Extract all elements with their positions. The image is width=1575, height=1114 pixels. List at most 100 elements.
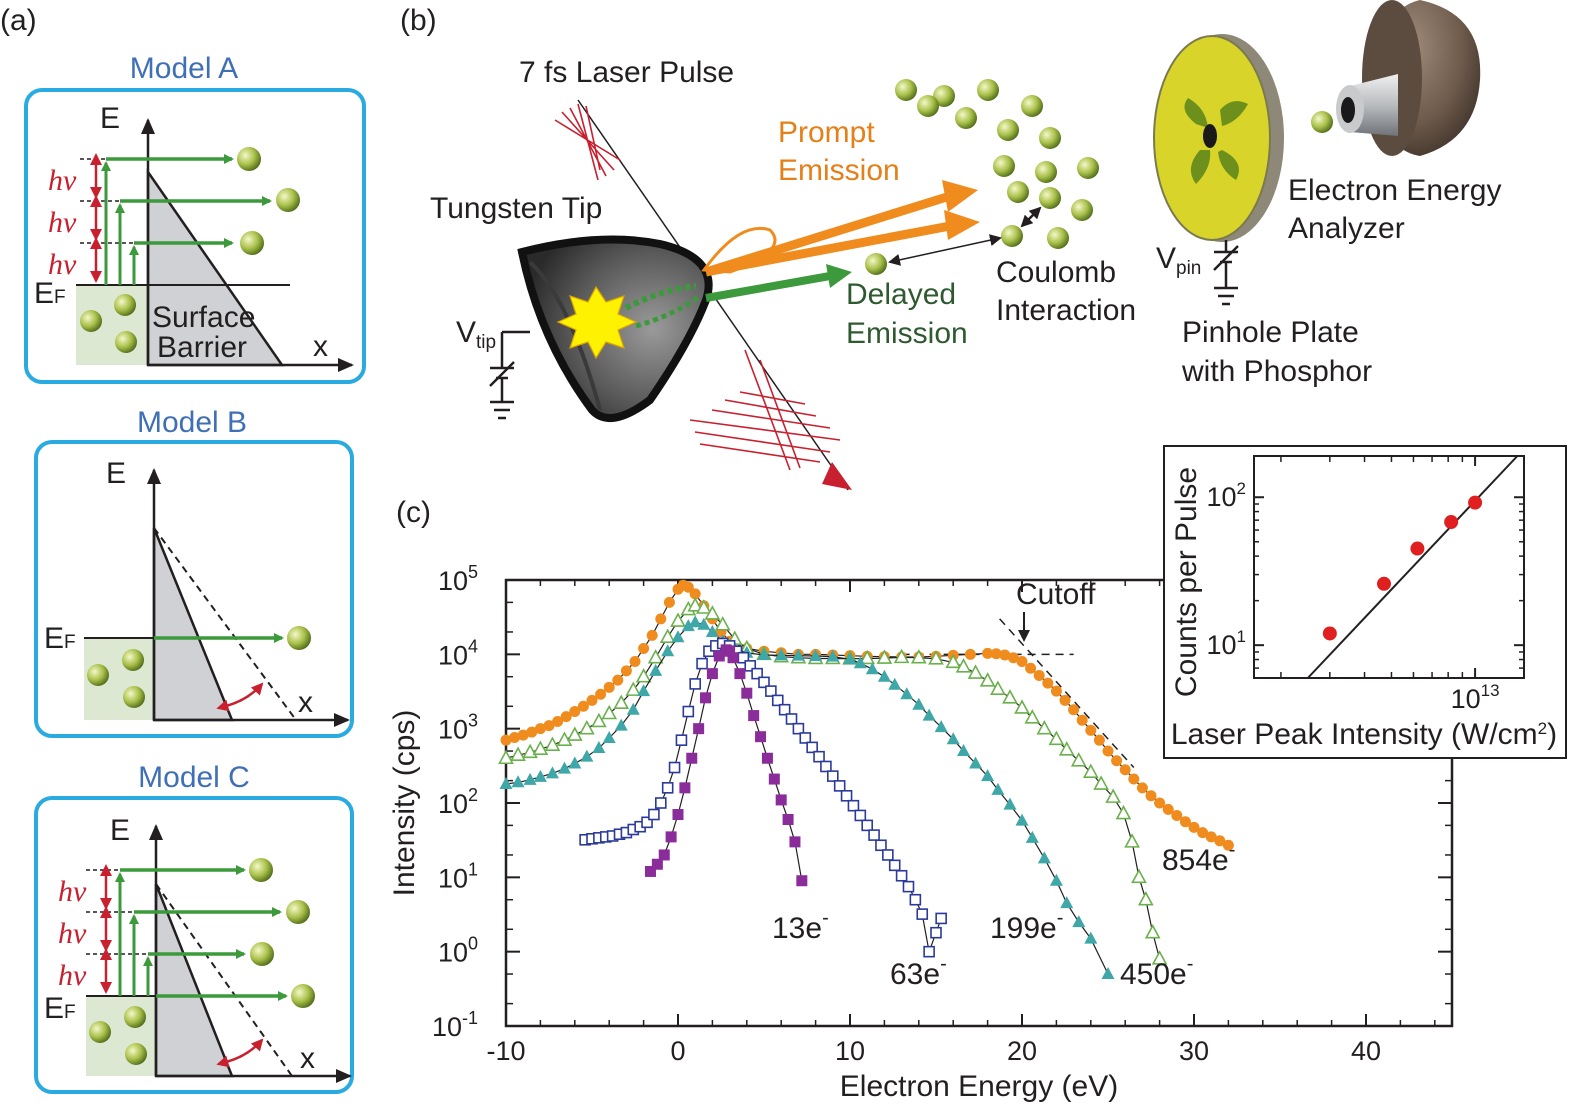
vtip-label: Vtip (456, 316, 496, 353)
data-point (620, 665, 632, 677)
data-point (1037, 851, 1051, 864)
electron-cloud (865, 79, 1099, 275)
data-point (1188, 821, 1200, 833)
data-point (706, 668, 718, 680)
model-b-x-label: x (298, 686, 313, 719)
data-point (566, 726, 583, 741)
data-point (700, 692, 712, 704)
data-point (833, 780, 846, 792)
electron (87, 664, 109, 686)
model-c-title: Model C (138, 761, 250, 794)
electron (80, 310, 102, 332)
data-point (681, 619, 695, 632)
data-point (955, 658, 972, 673)
data-point (843, 652, 857, 665)
data-point (882, 849, 894, 861)
data-point (771, 694, 784, 707)
data-point (695, 599, 712, 614)
data-point (1137, 891, 1154, 906)
data-point (705, 624, 719, 637)
y-tick-label: 104 (438, 636, 478, 670)
inset-fit-line (1307, 455, 1519, 679)
data-point (569, 706, 581, 718)
data-point (1131, 868, 1147, 884)
data-point (517, 729, 529, 741)
data-point (641, 816, 653, 829)
electron (286, 900, 310, 924)
data-point (651, 858, 663, 870)
electron (250, 942, 274, 966)
data-point (1124, 833, 1140, 848)
y-tick-label: 103 (438, 711, 478, 745)
data-point (957, 744, 971, 757)
data-point (902, 880, 915, 893)
inset-plot-frame (1253, 455, 1525, 679)
data-point (888, 677, 902, 690)
series-line (585, 642, 942, 954)
data-point (748, 710, 760, 722)
model-b-unperturbed-barrier (153, 527, 297, 721)
data-point (1128, 773, 1140, 785)
data-point (979, 672, 996, 687)
data-point (637, 684, 651, 697)
data-point (910, 649, 927, 664)
data-point (687, 597, 704, 612)
data-point (774, 648, 788, 661)
inset-data-point (1322, 626, 1337, 641)
data-point (946, 732, 960, 745)
electron (123, 686, 145, 708)
model-a-hv-1: hv (48, 164, 77, 197)
laser-pulse-outgoing (689, 349, 841, 471)
tip-voltage-source (489, 330, 530, 420)
data-point (792, 722, 805, 735)
analyzer-label-2: Analyzer (1288, 212, 1405, 245)
data-point (969, 756, 983, 769)
data-point (778, 703, 791, 716)
data-point (1024, 709, 1041, 724)
data-point (813, 750, 825, 763)
model-a-frame (24, 88, 366, 384)
electron (124, 1006, 146, 1028)
data-point (714, 616, 731, 631)
slope-guide (999, 618, 1135, 769)
delayed-emission-arrow (705, 272, 831, 302)
inset-y-tick-label: 101 (1206, 627, 1246, 660)
data-point (625, 681, 642, 696)
panel-label-b: (b) (400, 4, 437, 37)
data-point (893, 648, 910, 664)
inset-x-label: Laser Peak Intensity (W/cm2) (1171, 718, 1557, 751)
data-point (672, 809, 684, 821)
model-a-fermi-label: EF (34, 277, 66, 310)
data-point (668, 761, 681, 774)
model-b-barrier (152, 527, 234, 722)
data-point (1115, 804, 1132, 820)
series-label-199e: 199e- (990, 907, 1063, 945)
prompt-label-2: Emission (778, 154, 900, 187)
data-point (826, 770, 839, 782)
data-point (592, 740, 606, 753)
series-label-13e: 13e- (772, 907, 829, 945)
model-b-e-label: E (106, 457, 126, 490)
data-point (765, 685, 777, 697)
data-point (1082, 763, 1099, 778)
model-c-frame (34, 796, 354, 1094)
data-point (552, 715, 564, 727)
data-point (510, 746, 526, 761)
model-b-frame (34, 440, 354, 738)
data-point (1197, 827, 1209, 839)
data-point (1002, 689, 1018, 704)
coulomb-arrow-long (888, 234, 1002, 266)
laser-pulse-incoming (554, 103, 621, 181)
data-point (629, 656, 641, 668)
x-tick-label: 40 (1351, 1036, 1381, 1066)
data-point (602, 730, 616, 743)
data-point (649, 663, 663, 676)
data-point (1205, 831, 1217, 843)
series-63e (579, 637, 947, 958)
model-c-hv-3: hv (58, 959, 87, 992)
data-point (1102, 745, 1114, 757)
x-tick-label: 20 (1007, 1036, 1037, 1066)
data-point (727, 652, 739, 664)
